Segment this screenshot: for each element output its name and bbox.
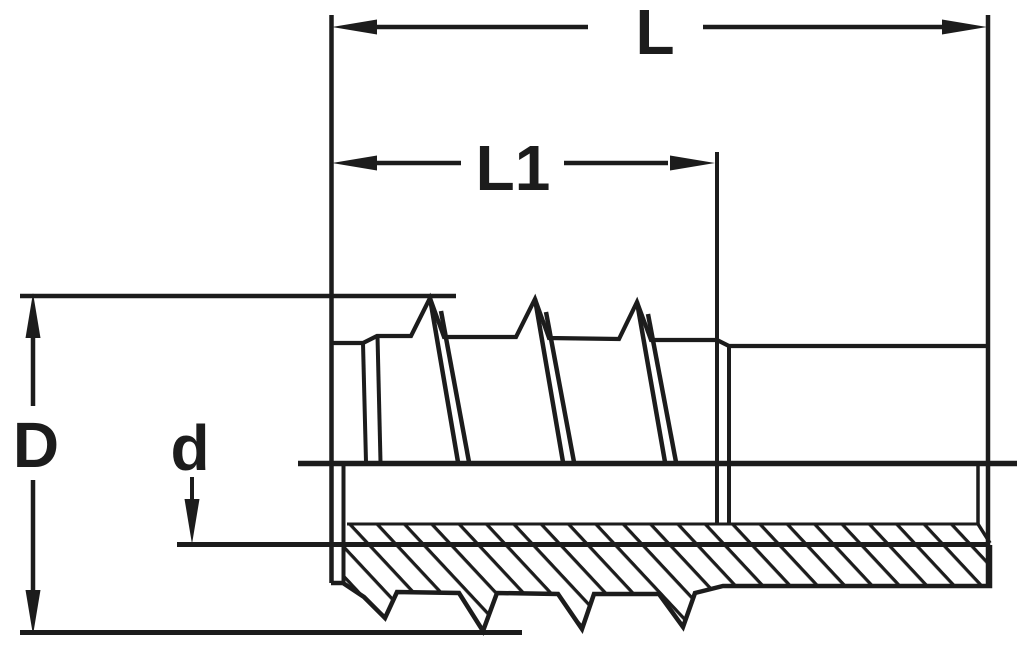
arrowhead-left bbox=[332, 155, 377, 171]
section-thread-outline bbox=[331, 545, 993, 637]
arrowhead-right bbox=[942, 19, 987, 35]
dimension-d: d bbox=[170, 412, 990, 547]
dimension-L: L bbox=[329, 0, 991, 587]
arrowhead-down bbox=[184, 499, 200, 544]
arrowhead-left bbox=[332, 19, 377, 35]
helix-line bbox=[634, 301, 668, 463]
helix-line bbox=[427, 297, 461, 463]
dimension-D: D bbox=[13, 293, 522, 635]
dim-label-L: L bbox=[635, 0, 674, 68]
dim-label-D: D bbox=[13, 409, 59, 481]
dimension-L1: L1 bbox=[332, 132, 719, 463]
dim-label-d: d bbox=[170, 412, 209, 484]
thread-runout-line bbox=[361, 342, 368, 463]
helix-line bbox=[438, 310, 472, 463]
arrowhead-up bbox=[25, 293, 41, 338]
helix-line bbox=[532, 298, 566, 463]
arrowhead-right bbox=[670, 155, 715, 171]
insert-body-section bbox=[331, 463, 993, 637]
arrowhead-down bbox=[25, 590, 41, 635]
dim-label-L1: L1 bbox=[476, 132, 551, 204]
insert-body-upper bbox=[331, 292, 986, 524]
thread-runout-line bbox=[375, 335, 383, 463]
thread-helix-lines bbox=[427, 297, 679, 463]
section-hatching bbox=[343, 524, 990, 631]
helix-line bbox=[543, 311, 577, 463]
helix-line bbox=[645, 313, 679, 463]
section-material-fill bbox=[343, 524, 990, 631]
